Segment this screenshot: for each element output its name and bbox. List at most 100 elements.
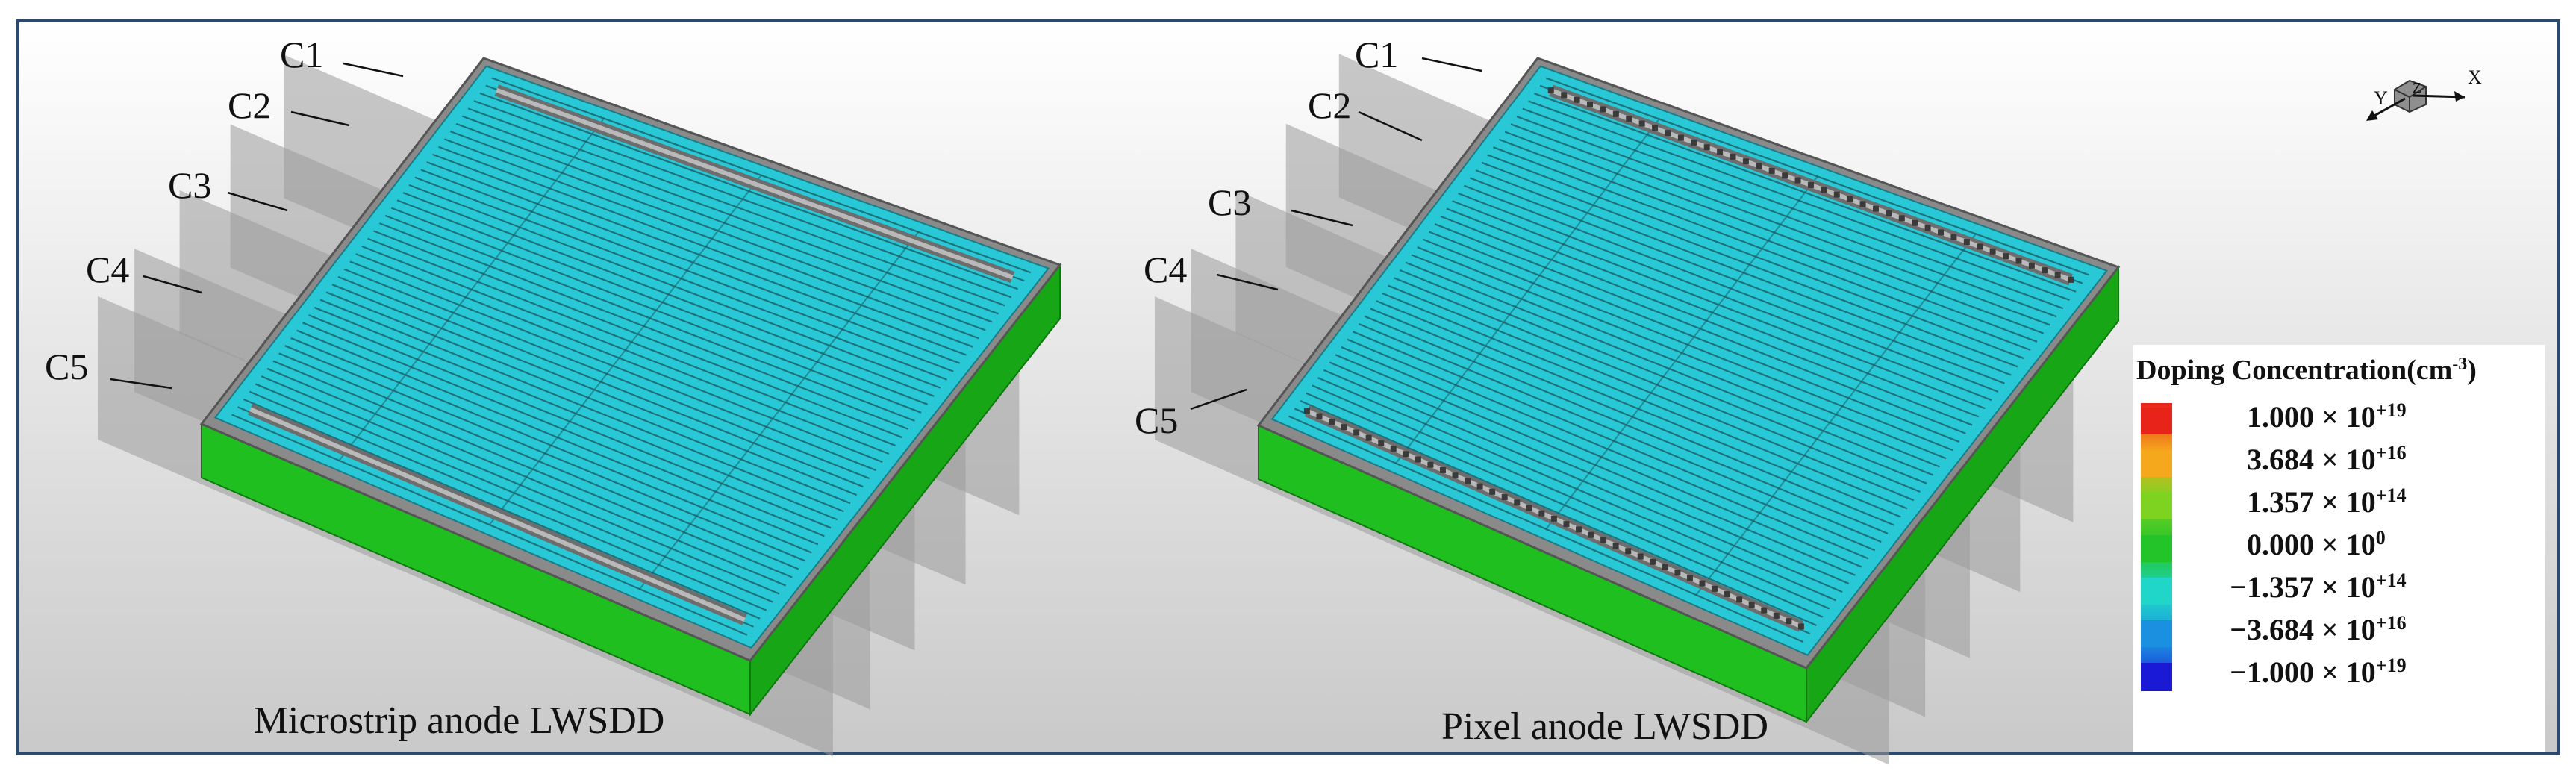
anode-pixel — [1637, 553, 1644, 560]
anode-pixel — [1625, 548, 1632, 555]
anode-pixel — [1561, 92, 1568, 99]
anode-pixel — [1821, 187, 1827, 193]
anode-pixel — [1699, 580, 1706, 587]
cut-label: C5 — [45, 346, 88, 387]
anode-pixel — [1773, 612, 1780, 619]
anode-pixel — [1303, 408, 1310, 414]
cut-leader-line — [143, 275, 202, 294]
anode-pixel — [1538, 510, 1545, 517]
legend-value: 3.684 — [2247, 443, 2314, 476]
anode-pixel — [1476, 483, 1483, 490]
anode-pixel — [1353, 429, 1360, 436]
anode-pixel — [1341, 424, 1347, 431]
anode-pixel — [1859, 201, 1866, 207]
anode-pixel — [1465, 478, 1471, 484]
cut-leader-line — [1291, 209, 1353, 227]
anode-pixel — [1600, 537, 1607, 543]
legend-swatch — [2141, 663, 2172, 690]
legend-value: 1.000 — [2247, 400, 2314, 434]
anode-pixel — [1847, 196, 1853, 202]
colorbar-legend: Doping Concentration(cm-3) 1.000× 10+193… — [2133, 345, 2545, 752]
panel-caption: Microstrip anode LWSDD — [254, 699, 665, 742]
anode-pixel — [1912, 219, 1918, 226]
legend-value: 0.000 — [2247, 528, 2314, 561]
anode-pixel — [1365, 434, 1372, 441]
anode-pixel — [1526, 505, 1532, 511]
cross-line — [337, 117, 605, 462]
anode-pixel — [1587, 102, 1594, 108]
legend-swatch — [2141, 493, 2172, 519]
x-axis-label: X — [2468, 66, 2482, 88]
cut-leader-line — [1421, 57, 1482, 72]
anode-pixel — [1674, 570, 1681, 576]
anode-pixel — [1626, 116, 1632, 122]
anode-pixel — [1662, 564, 1668, 570]
y-axis-label: Y — [2374, 87, 2388, 109]
anode-pixel — [2015, 258, 2022, 264]
legend-swatch — [2141, 578, 2172, 605]
legend-power: × 10+16 — [2321, 612, 2407, 647]
anode-pixel — [1989, 248, 1996, 255]
legend-power: × 10+19 — [2321, 399, 2407, 434]
anode-pixel — [1316, 413, 1323, 419]
anode-pixel — [1786, 618, 1792, 625]
cut-label: C3 — [1208, 181, 1251, 223]
cut-leader-line — [343, 62, 404, 78]
anode-pixel — [1403, 451, 1409, 458]
anode-pixel — [1886, 210, 1892, 217]
legend-swatch — [2141, 620, 2172, 647]
anode-pixel — [1742, 158, 1749, 165]
cut-leader-line — [1190, 388, 1247, 411]
anode-pixel — [1712, 585, 1718, 592]
legend-value: −1.000 — [2230, 655, 2314, 689]
anode-pixel — [1638, 120, 1645, 127]
legend-swatch — [2141, 450, 2172, 477]
legend-title: Doping Concentration(cm-3) — [2136, 355, 2477, 386]
anode-pixel — [1782, 172, 1788, 179]
anode-pixel — [2028, 262, 2035, 269]
legend-power: × 100 — [2321, 527, 2386, 562]
anode-pixel — [1415, 456, 1421, 463]
legend-value: −3.684 — [2230, 613, 2314, 646]
legend-power: × 10+16 — [2321, 442, 2407, 477]
anode-pixel — [1950, 234, 1957, 240]
anode-pixel — [1724, 591, 1730, 598]
anode-pixel — [1703, 144, 1710, 151]
anode-pixel — [1514, 499, 1521, 506]
cross-line — [1544, 175, 1819, 531]
anode-pixel — [1768, 167, 1775, 174]
anode-pixel — [1977, 243, 1983, 250]
anode-pixel — [1612, 110, 1619, 117]
anode-pixel — [1501, 494, 1508, 501]
cut-leader-line — [1216, 273, 1279, 291]
cut-label: C1 — [280, 34, 323, 75]
anode-pixel — [2042, 267, 2048, 274]
anode-pixel — [1612, 543, 1619, 549]
anode-pixel — [1761, 607, 1768, 614]
cut-label: C4 — [86, 249, 129, 290]
cut-leader-line — [110, 378, 172, 390]
anode-pixel — [1652, 125, 1659, 131]
anode-pixel — [1736, 596, 1743, 603]
panel-caption: Pixel anode LWSDD — [1441, 705, 1768, 748]
anode-pixel — [2068, 276, 2074, 283]
legend-value: −1.357 — [2230, 570, 2314, 604]
legend-entries: 1.000× 10+193.684× 10+161.357× 10+140.00… — [2141, 399, 2407, 690]
cross-line — [1394, 118, 1661, 465]
cross-line — [638, 231, 920, 590]
cut-leader-line — [1358, 110, 1423, 142]
cut-leader-line — [227, 191, 288, 212]
anode-pixel — [1748, 602, 1755, 608]
legend-background — [2133, 345, 2545, 752]
anode-pixel — [1574, 96, 1580, 103]
anode-pixel — [1807, 181, 1814, 188]
cut-label: C3 — [168, 164, 211, 206]
anode-pixel — [1730, 153, 1736, 160]
anode-pixel — [1378, 440, 1385, 446]
anode-pixel — [1756, 163, 1762, 169]
